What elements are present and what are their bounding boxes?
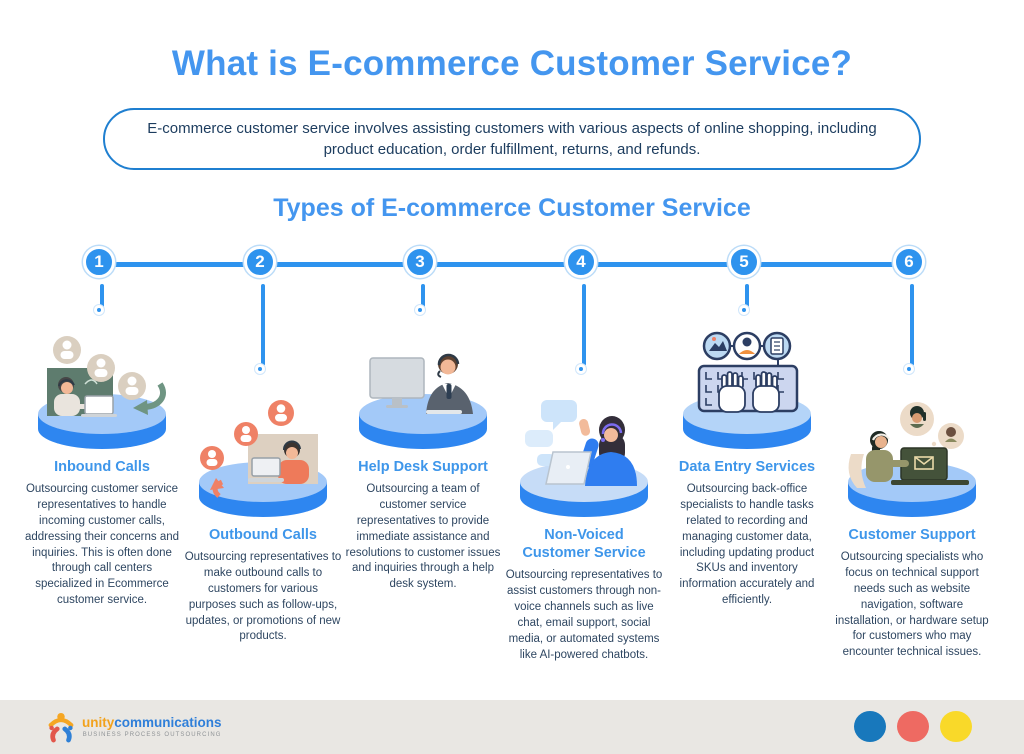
blue-dot [854,711,886,742]
timeline-drop [910,284,914,366]
logo-text: unitycommunications BUSINESS PROCESS OUT… [82,716,222,739]
help-desk-illustration [359,353,487,449]
logo-person-icon [48,712,74,743]
step-number-badge: 5 [728,246,760,278]
timeline-drop [582,284,586,366]
section-subtitle: Types of E-commerce Customer Service [273,194,751,222]
red-dot [897,711,929,742]
outbound-calls-illustration [199,400,327,517]
type-heading: Outbound Calls [209,527,317,543]
unity-communications-logo: unitycommunications BUSINESS PROCESS OUT… [46,710,222,744]
timeline-dot [94,305,104,315]
type-description: Outsourcing representatives to assist cu… [505,569,663,661]
step-number-badge: 4 [565,246,597,278]
type-column-inbound-calls: Inbound Calls Outsourcing customer servi… [14,326,190,609]
type-heading: Data Entry Services [678,459,816,475]
timeline-drop [261,284,265,366]
timeline-dot [415,305,425,315]
step-number-badge: 2 [244,246,276,278]
logo-word-unity: unity [82,714,115,730]
step-number-badge: 1 [83,246,115,278]
type-column-outbound-calls: Outbound Calls Outsourcing representativ… [175,394,351,645]
customer-support-illustration [848,402,976,517]
timeline-drop [421,284,425,308]
type-description: Outsourcing representatives to make outb… [184,551,342,643]
non-voiced-illustration [520,400,648,517]
logo-word-communications: communications [114,714,222,730]
type-column-non-voiced: Non-Voiced Customer Service Outsourcing … [496,394,672,663]
type-description: Outsourcing customer service representat… [24,483,180,607]
type-column-data-entry: Data Entry Services Outsourcing back-off… [659,326,835,609]
data-entry-illustration [683,331,811,449]
type-column-customer-support: Customer Support Outsourcing specialists… [824,394,1000,661]
timeline-dot [739,305,749,315]
type-description: Outsourcing specialists who focus on tec… [835,551,989,659]
step-number-badge: 3 [404,246,436,278]
timeline-drop [745,284,749,308]
timeline-dot [904,364,914,374]
timeline-dot [255,364,265,374]
type-description: Outsourcing a team of customer service r… [345,483,501,591]
page-title: What is E-commerce Customer Service? [171,44,853,83]
type-column-help-desk-support: Help Desk Support Outsourcing a team of … [335,326,511,593]
type-heading: Inbound Calls [54,459,150,475]
logo-tagline: BUSINESS PROCESS OUTSOURCING [82,732,222,739]
inbound-calls-illustration [38,336,166,449]
type-heading: Help Desk Support [358,459,488,475]
type-heading: Non-Voiced Customer Service [522,527,646,562]
step-number-badge: 6 [893,246,925,278]
type-description: Outsourcing back-office specialists to h… [679,483,815,607]
footer-bar: unitycommunications BUSINESS PROCESS OUT… [0,700,1024,754]
description-text: E-commerce customer service involves ass… [147,120,877,158]
footer-decorative-dots [854,711,972,742]
yellow-dot [940,711,972,742]
description-box: E-commerce customer service involves ass… [103,108,921,170]
timeline-line [102,262,912,267]
timeline-drop [100,284,104,308]
timeline-dot [576,364,586,374]
type-heading: Customer Support [848,527,976,543]
